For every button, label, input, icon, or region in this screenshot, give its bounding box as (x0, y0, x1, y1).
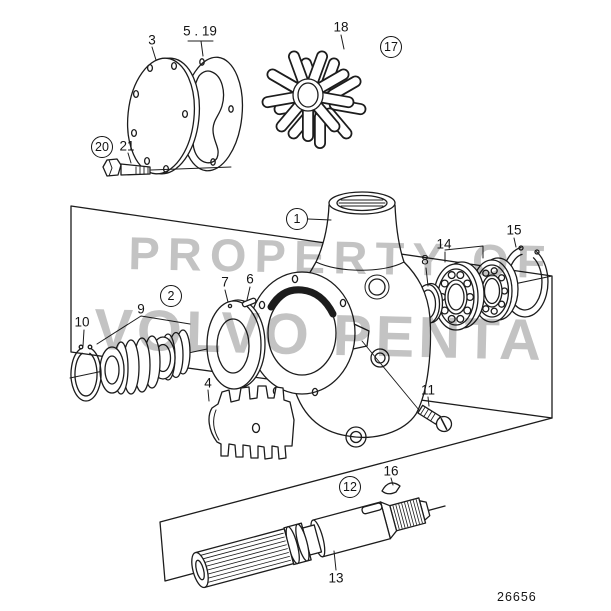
impeller (261, 50, 367, 149)
label-part-7: 7 (221, 274, 229, 290)
label-part-13: 13 (328, 570, 344, 586)
small-snap-ring (70, 344, 102, 402)
label-part-10: 10 (74, 314, 90, 330)
label-part-9: 9 (137, 301, 145, 317)
figure-number: 26656 (497, 590, 537, 604)
leader-lines (82, 34, 517, 571)
seal-bellows (99, 335, 161, 395)
label-part-16: 16 (383, 463, 399, 479)
pump-housing (248, 191, 432, 448)
cam-screw (361, 340, 453, 433)
label-part-14: 14 (436, 236, 452, 252)
label-part-2: 2 (160, 285, 182, 307)
label-part-3: 3 (148, 32, 156, 48)
label-part-6: 6 (246, 271, 254, 287)
cam (208, 385, 295, 460)
label-part-5-19: 5 . 19 (183, 23, 217, 39)
housing-flange (248, 271, 356, 397)
ball-bearing-outer (471, 257, 519, 323)
wear-plate (206, 299, 266, 390)
label-part-4: 4 (204, 375, 212, 391)
label-part-17: 17 (380, 36, 402, 58)
ball-bearing-inner (433, 261, 485, 331)
label-part-21: 21 (119, 138, 135, 154)
label-part-11: 11 (420, 382, 436, 398)
label-part-20: 20 (91, 136, 113, 158)
locating-pin (241, 297, 257, 308)
label-part-8: 8 (421, 252, 429, 268)
woodruff-key (381, 482, 401, 495)
label-part-18: 18 (333, 19, 349, 35)
label-part-15: 15 (506, 222, 522, 238)
impeller-blades (261, 50, 355, 142)
label-part-1: 1 (286, 208, 308, 230)
label-part-12: 12 (339, 476, 361, 498)
pump-shaft (191, 497, 431, 589)
cover-plate (126, 57, 201, 175)
cover-screw (102, 158, 232, 177)
